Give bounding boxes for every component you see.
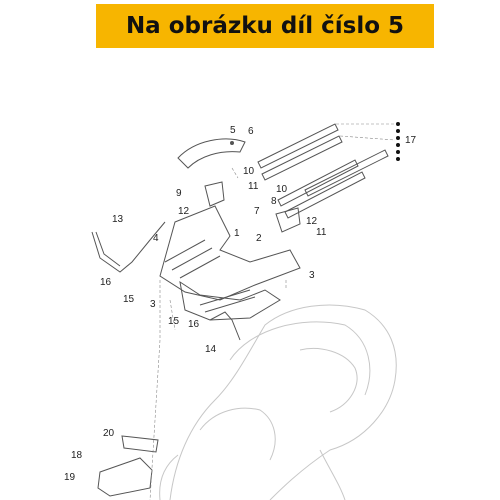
- part-13-trim-inner: [95, 231, 121, 267]
- footboard-panel: [159, 205, 301, 321]
- part-14-trim: [209, 311, 241, 341]
- callout-20: 20: [103, 428, 115, 439]
- callout-16b: 16: [188, 319, 200, 330]
- part-8-bracket: [275, 207, 301, 233]
- callout-5: 5: [230, 125, 236, 136]
- callout-15: 15: [123, 294, 135, 305]
- callout-8: 8: [271, 196, 277, 207]
- callout-14: 14: [205, 344, 217, 355]
- callout-3b: 3: [309, 270, 315, 281]
- page-title: Na obrázku díl číslo 5: [125, 13, 405, 39]
- callout-18: 18: [71, 450, 83, 461]
- callout-12b: 12: [306, 216, 318, 227]
- callout-9: 9: [176, 188, 182, 199]
- callout-12: 12: [178, 206, 190, 217]
- callout-11b: 11: [316, 227, 327, 238]
- callout-19: 19: [64, 472, 76, 483]
- callout-15b: 15: [168, 316, 180, 327]
- callout-16: 16: [100, 277, 112, 288]
- part-17-footrest-strips: [257, 122, 400, 219]
- part-20-plate: [121, 435, 159, 453]
- callout-10b: 10: [276, 184, 288, 195]
- callout-7: 7: [254, 206, 260, 217]
- part-5-cover: [177, 138, 246, 169]
- part-13-trim: [91, 221, 166, 273]
- leader-lines: [149, 123, 396, 500]
- callout-17: 17: [405, 135, 417, 146]
- callout-1: 1: [234, 228, 240, 239]
- callout-13: 13: [112, 214, 124, 225]
- callout-3: 3: [150, 299, 156, 310]
- callout-labels: 5 6 17 10 9 11 12 8 10 7 12 13 4 1 2 11 …: [64, 125, 417, 483]
- callout-2: 2: [256, 233, 262, 244]
- title-banner: Na obrázku díl číslo 5: [96, 4, 434, 48]
- part-9-bracket: [204, 181, 225, 207]
- callout-11: 11: [248, 181, 259, 192]
- callout-4: 4: [153, 233, 159, 244]
- part-18-plate: [97, 457, 153, 497]
- scooter-body-outline: [159, 304, 397, 500]
- callout-10: 10: [243, 166, 255, 177]
- callout-6: 6: [248, 126, 254, 137]
